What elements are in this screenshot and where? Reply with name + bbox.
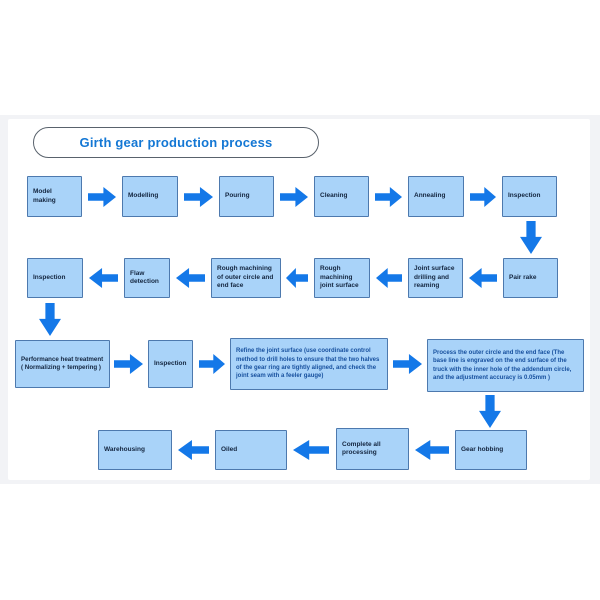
flow-node-rough-machining-joint-surface: Rough machining joint surface bbox=[314, 258, 370, 298]
flow-node-flaw-detection: Flaw detection bbox=[124, 258, 170, 298]
node-label: Cleaning bbox=[320, 192, 348, 200]
node-label: Pair rake bbox=[509, 273, 537, 281]
flow-node-annealing: Annealing bbox=[408, 176, 464, 217]
flow-node-inspection-3: Inspection bbox=[148, 340, 193, 388]
node-label: Annealing bbox=[414, 192, 446, 200]
flow-node-pouring: Pouring bbox=[219, 176, 274, 217]
flow-node-complete-all-processing: Complete all processing bbox=[336, 428, 409, 470]
flow-node-cleaning: Cleaning bbox=[314, 176, 369, 217]
flow-node-process-outer-circle: Process the outer circle and the end fac… bbox=[427, 339, 584, 392]
node-label: Oiled bbox=[221, 445, 238, 453]
node-label: Warehousing bbox=[104, 445, 145, 453]
node-label: Complete all processing bbox=[342, 440, 381, 456]
flow-node-gear-hobbing: Gear hobbing bbox=[455, 430, 527, 470]
node-label: Modelling bbox=[128, 192, 159, 200]
flowchart-canvas bbox=[8, 119, 590, 480]
flow-node-modelling: Modelling bbox=[122, 176, 178, 217]
flow-node-oiled: Oiled bbox=[215, 430, 287, 470]
node-label: Joint surface drilling and reaming bbox=[414, 265, 455, 290]
flow-node-warehousing: Warehousing bbox=[98, 430, 172, 470]
node-label: Gear hobbing bbox=[461, 445, 504, 453]
node-label: Model making bbox=[33, 188, 56, 204]
flow-node-model-making: Model making bbox=[27, 176, 82, 217]
node-label: Pouring bbox=[225, 192, 250, 200]
node-label: Inspection bbox=[33, 273, 66, 281]
node-label: Flaw detection bbox=[130, 269, 159, 285]
node-label: Refine the joint surface (use coordinate… bbox=[236, 348, 380, 380]
flow-node-inspection-1: Inspection bbox=[502, 176, 557, 217]
node-label: Inspection bbox=[154, 359, 187, 367]
flow-node-inspection-2: Inspection bbox=[27, 258, 83, 298]
node-label: Rough machining of outer circle and end … bbox=[217, 265, 274, 290]
flow-node-performance-heat-treatment: Performance heat treatment ( Normalizing… bbox=[15, 340, 110, 388]
flow-node-pair-rake: Pair rake bbox=[503, 258, 558, 298]
flowchart-title-pill: Girth gear production process bbox=[33, 127, 319, 158]
node-label: Process the outer circle and the end fac… bbox=[433, 349, 572, 381]
flowchart-title: Girth gear production process bbox=[79, 135, 273, 150]
node-label: Inspection bbox=[508, 192, 541, 200]
node-label: Performance heat treatment ( Normalizing… bbox=[21, 355, 104, 371]
node-label: Rough machining joint surface bbox=[320, 265, 359, 290]
flow-node-rough-machining-outer-circle: Rough machining of outer circle and end … bbox=[211, 258, 281, 298]
flow-node-joint-surface-drilling: Joint surface drilling and reaming bbox=[408, 258, 463, 298]
flow-node-refine-joint-surface: Refine the joint surface (use coordinate… bbox=[230, 338, 388, 390]
